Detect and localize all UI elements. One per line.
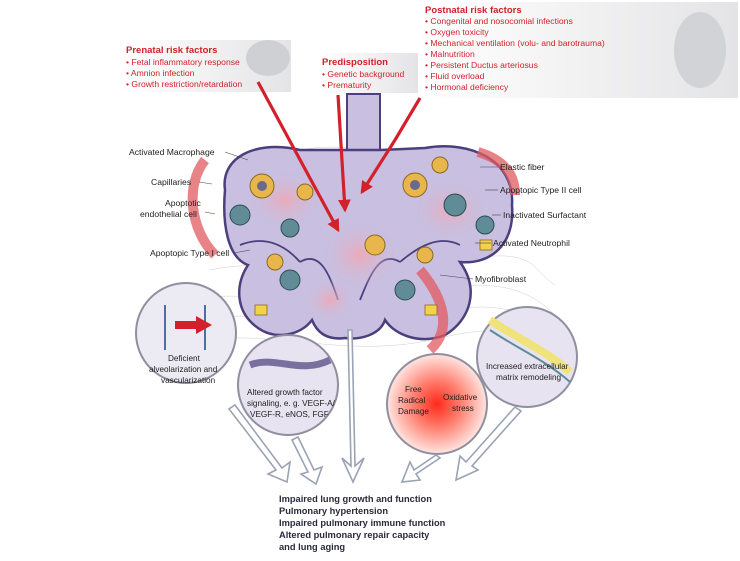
outcome-item: Impaired pulmonary immune function [279, 518, 446, 528]
label-elastic-fiber: Elastic fiber [500, 162, 545, 172]
postnatal-item: • Congenital and nosocomial infections [425, 16, 573, 26]
circle4-line: matrix remodeling [496, 373, 562, 382]
postnatal-title: Postnatal risk factors [425, 5, 522, 16]
circle2-line: signaling, e. g. VEGF-A/ [247, 399, 336, 408]
label-apoptotic-endothelial-1: Apoptotic [165, 198, 202, 208]
circle4-line: Increased extracellular [486, 362, 569, 371]
prenatal-item: • Growth restriction/retardation [126, 79, 242, 89]
label-inactivated-surfactant: Inactivated Surfactant [503, 210, 587, 220]
predisposition-arrow [336, 94, 351, 213]
predisposition-item: • Genetic background [322, 69, 405, 79]
outcome-item: Impaired lung growth and function [279, 494, 432, 504]
outcomes: Impaired lung growth and function Pulmon… [279, 494, 446, 552]
outcome-item: Altered pulmonary repair capacity [279, 530, 430, 540]
circle-growth-factor: Altered growth factor signaling, e. g. V… [237, 334, 339, 436]
circle3-right-line: stress [452, 404, 474, 413]
circle-matrix-remodeling: Increased extracellular matrix remodelin… [476, 306, 578, 408]
predisposition-box: Predisposition • Genetic background • Pr… [318, 53, 418, 93]
left-labels: Activated Macrophage Capillaries Apoptot… [129, 147, 251, 258]
prenatal-title: Prenatal risk factors [126, 45, 217, 56]
circle2-line: VEGF-R, eNOS, FGF [250, 410, 329, 419]
circle1-line: vascularization [161, 376, 216, 385]
label-activated-neutrophil: Activated Neutrophil [493, 238, 570, 248]
outcome-item: Pulmonary hypertension [279, 506, 388, 516]
postnatal-item: • Oxygen toxicity [425, 27, 489, 37]
prenatal-arrow [256, 81, 340, 233]
circle1-line: alveolarization and [149, 365, 218, 374]
postnatal-item: • Persistent Ductus arteriosus [425, 60, 538, 70]
postnatal-item: • Malnutrition [425, 49, 475, 59]
risk-arrows [256, 81, 422, 233]
circle2-line: Altered growth factor [247, 388, 323, 397]
circle1-line: Deficient [168, 354, 201, 363]
outcome-arrows [227, 329, 523, 486]
label-myofibroblast: Myofibroblast [475, 274, 527, 284]
label-apoptopic-type2: Apoptopic Type II cell [500, 185, 582, 195]
label-capillaries: Capillaries [151, 177, 191, 187]
outcome-item: and lung aging [279, 542, 345, 552]
postnatal-arrow [360, 97, 422, 195]
label-apoptopic-type1: Apoptopic Type I cell [150, 248, 229, 258]
circle3-left-line: Damage [398, 407, 429, 416]
postnatal-item: • Fluid overload [425, 71, 485, 81]
predisposition-title: Predisposition [322, 57, 388, 68]
circle-alveolarization: Deficient alveolarization and vasculariz… [135, 282, 237, 385]
circle-oxidative-stress: Free Radical Damage Oxidative stress [386, 353, 488, 455]
alveolus [223, 93, 514, 341]
fetus-icon [246, 40, 290, 76]
postnatal-box: Postnatal risk factors • Congenital and … [421, 2, 738, 98]
circle3-left-line: Free [405, 385, 422, 394]
capillary-bands [187, 147, 520, 354]
infant-icon [674, 12, 726, 88]
label-activated-macrophage: Activated Macrophage [129, 147, 215, 157]
circle3-left-line: Radical [398, 396, 425, 405]
postnatal-item: • Hormonal deficiency [425, 82, 509, 92]
predisposition-item: • Prematurity [322, 80, 372, 90]
right-labels: Elastic fiber Apoptopic Type II cell Ina… [439, 162, 587, 284]
prenatal-item: • Fetal inflammatory response [126, 57, 240, 67]
label-apoptotic-endothelial-2: endothelial cell [140, 209, 197, 219]
prenatal-box: Prenatal risk factors • Fetal inflammato… [121, 40, 291, 92]
alveolar-cells [229, 156, 495, 316]
circle3-right-line: Oxidative [443, 393, 478, 402]
prenatal-item: • Amnion infection [126, 68, 195, 78]
postnatal-item: • Mechanical ventilation (volu- and baro… [425, 38, 605, 48]
